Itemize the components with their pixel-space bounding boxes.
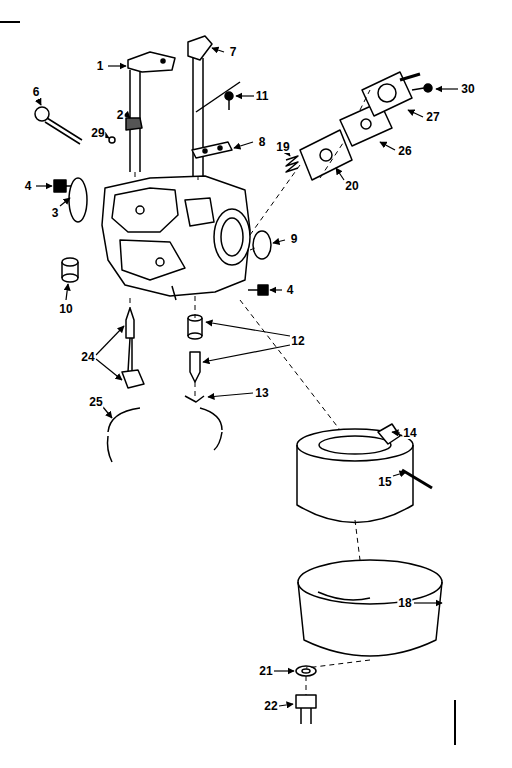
- callout-number: 29: [90, 127, 105, 139]
- callout-number: 3: [51, 207, 60, 219]
- callout-number: 11: [255, 90, 270, 102]
- callout-number: 8: [258, 136, 267, 148]
- callout-number: 22: [263, 700, 278, 712]
- callout-number: 14: [402, 427, 417, 439]
- callout-number: 30: [460, 83, 475, 95]
- callout-number: 12: [290, 335, 305, 347]
- callout-number: 27: [425, 111, 440, 123]
- callout-number: 20: [344, 180, 359, 192]
- callout-number: 10: [58, 303, 73, 315]
- callout-number: 18: [397, 597, 412, 609]
- callout-number: 13: [254, 387, 269, 399]
- callout-number: 9: [290, 233, 299, 245]
- callout-number: 1: [96, 60, 105, 72]
- callout-number: 4: [24, 180, 33, 192]
- callout-number: 15: [377, 476, 392, 488]
- callout-number: 6: [32, 86, 41, 98]
- callout-number: 19: [275, 141, 290, 153]
- callout-number: 4: [286, 284, 295, 296]
- callout-number: 7: [229, 46, 238, 58]
- callout-number: 26: [397, 145, 412, 157]
- callout-number: 21: [258, 665, 273, 677]
- callout-number: 2: [116, 109, 125, 121]
- callout-number: 24: [80, 351, 95, 363]
- callout-number: 25: [88, 396, 103, 408]
